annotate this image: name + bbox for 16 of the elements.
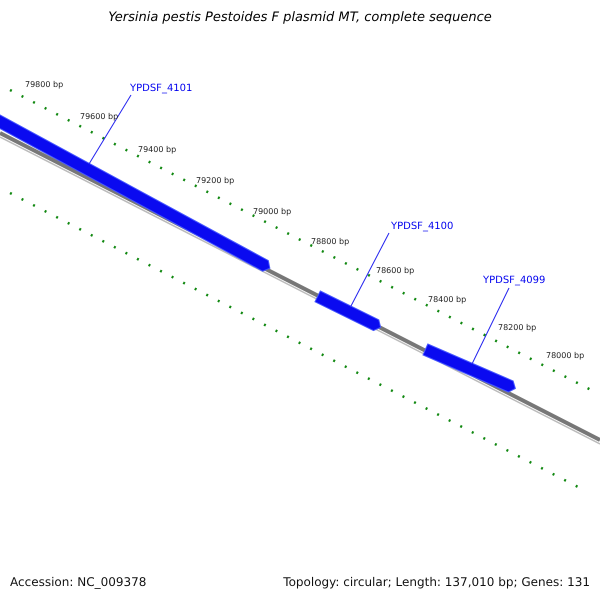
gene-label: YPDSF_4099 (483, 275, 546, 286)
position-label: 78400 bp (428, 295, 466, 304)
position-label: 79600 bp (80, 112, 118, 121)
gene-label: YPDSF_4100 (391, 221, 454, 232)
position-label: 79200 bp (196, 176, 234, 185)
title: Yersinia pestis Pestoides F plasmid MT, complete sequence (107, 10, 493, 25)
position-label: 78000 bp (546, 351, 584, 360)
leader-line (350, 232, 390, 306)
position-label: 78800 bp (311, 237, 350, 246)
accession-text: Accession: NC_009378 (10, 575, 146, 589)
leader-line (88, 94, 132, 164)
gene-label: YPDSF_4101 (130, 83, 192, 94)
summary-text: Topology: circular; Length: 137,010 bp; Genes: 131 (283, 575, 590, 589)
leader-line (472, 288, 510, 364)
position-label: 79000 bp (253, 207, 292, 216)
position-label: 79400 bp (138, 145, 176, 154)
